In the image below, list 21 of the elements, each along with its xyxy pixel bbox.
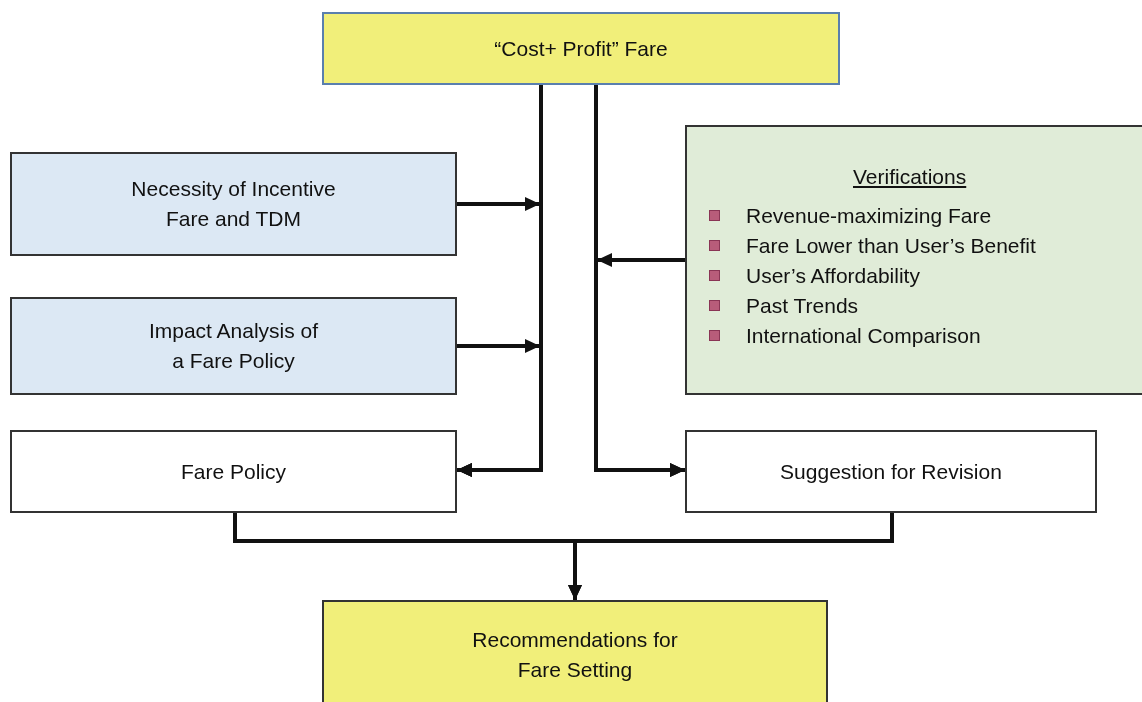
box-label: Impact Analysis of a Fare Policy xyxy=(147,318,320,374)
arrow xyxy=(457,339,543,477)
box-heading: Verifications xyxy=(853,164,967,190)
process-box xyxy=(10,152,457,256)
box-label: Fare Policy xyxy=(181,458,286,485)
list-item: User’s Affordability xyxy=(746,262,920,289)
verification-box xyxy=(685,125,1142,395)
box-label: Recommendations for Fare Setting xyxy=(471,627,679,683)
process-box xyxy=(322,600,828,702)
list-item: International Comparison xyxy=(746,322,981,349)
list-item: Revenue-maximizing Fare xyxy=(746,202,992,229)
process-box xyxy=(322,12,840,85)
box-label: Suggestion for Revision xyxy=(780,458,1002,485)
box-label: Necessity of Incentive Fare and TDM xyxy=(130,176,337,232)
process-box xyxy=(10,297,457,395)
list-item: Past Trends xyxy=(746,292,859,319)
process-box xyxy=(685,430,1097,513)
process-box xyxy=(10,430,457,513)
list-item: Fare Lower than User’s Benefit xyxy=(746,232,1036,259)
arrow xyxy=(594,253,685,477)
box-label: “Cost+ Profit” Fare xyxy=(494,35,668,62)
